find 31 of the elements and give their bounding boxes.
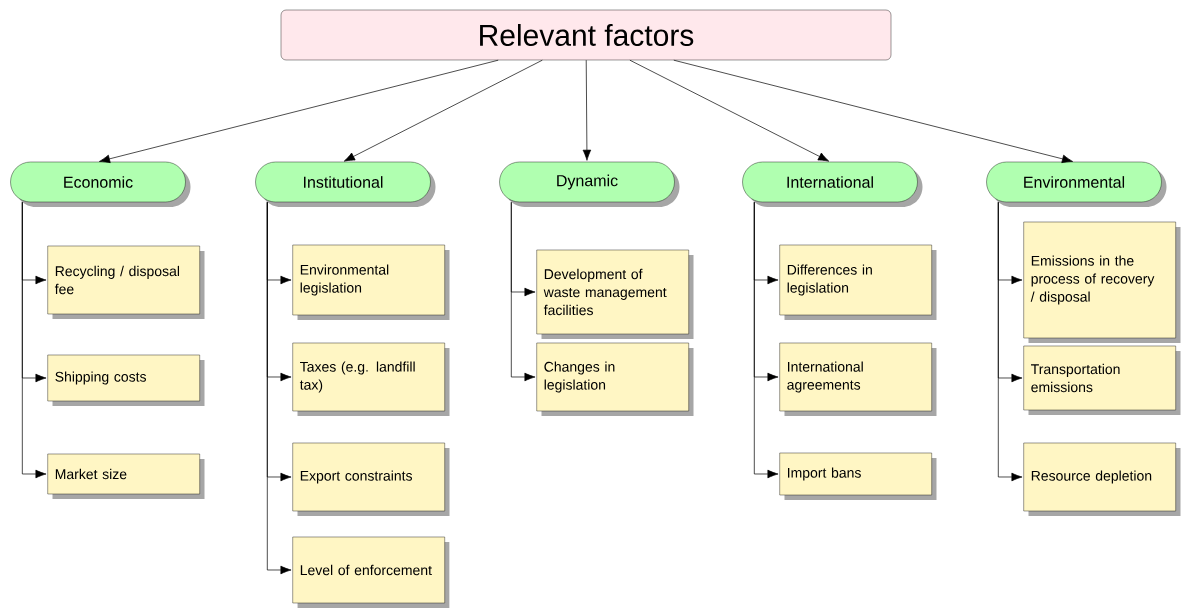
arrow: [753, 201, 779, 479]
arrow: [21, 201, 47, 479]
arrow: [99, 59, 499, 164]
factor-box: Recycling / disposal fee: [47, 245, 205, 319]
category-box: Economic: [10, 161, 191, 207]
factor-box: Transportation emissions: [1023, 345, 1181, 415]
arrow: [510, 201, 536, 382]
category-box: Dynamic: [499, 161, 680, 207]
title-box: Relevant factors: [280, 9, 892, 61]
factor-box: Changes in legislation: [536, 342, 694, 416]
category-box: International: [742, 161, 923, 207]
arrow: [343, 59, 543, 162]
arrow: [629, 59, 830, 162]
factor-box: Market size: [47, 453, 205, 499]
arrow: [673, 59, 1073, 164]
arrow: [582, 59, 592, 161]
category-box: Institutional: [255, 161, 436, 207]
arrow: [997, 201, 1023, 482]
factor-box: Emissions in the process of recovery / disposal: [1023, 221, 1181, 343]
factor-box: Import bans: [779, 452, 937, 500]
factor-box: Shipping costs: [47, 354, 205, 406]
category-box: Environmental: [986, 161, 1167, 207]
factor-box: International agreements: [779, 342, 937, 416]
factor-box: Environmental legislation: [292, 244, 450, 320]
factor-box: Resource depletion: [1023, 442, 1181, 516]
factor-box: Level of enforcement: [292, 536, 450, 608]
arrow: [266, 201, 292, 575]
factor-box: Development of waste management facilities: [536, 249, 694, 339]
factor-box: Differences in legislation: [779, 244, 937, 320]
factor-box: Export constraints: [292, 442, 450, 516]
factor-box: Taxes (e.g. landfill tax): [292, 342, 450, 416]
